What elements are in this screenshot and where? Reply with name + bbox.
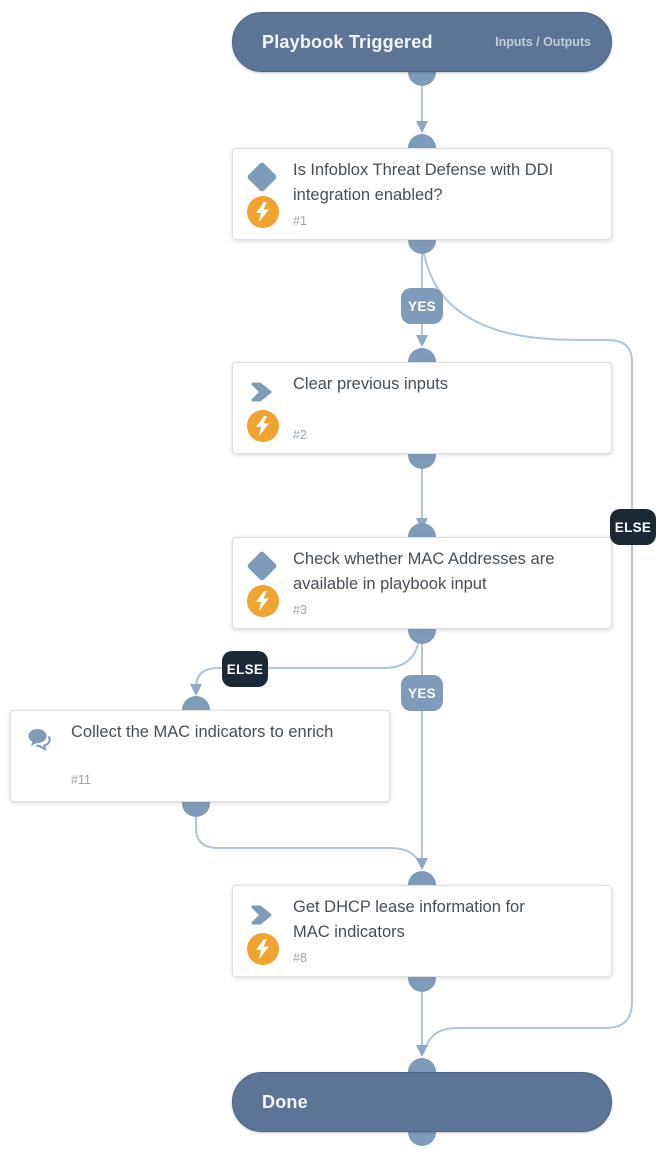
task-title: Get DHCP lease information for MAC indic… [293, 898, 525, 941]
task-card-11[interactable]: Collect the MAC indicators to enrich #11 [10, 710, 390, 802]
task-title: Collect the MAC indicators to enrich [71, 723, 334, 741]
task-title: Clear previous inputs [293, 375, 448, 393]
lightning-icon [247, 410, 279, 442]
lightning-icon [247, 933, 279, 965]
task-id: #2 [293, 428, 307, 442]
start-pill-playbook-triggered[interactable]: Playbook Triggered Inputs / Outputs [232, 12, 612, 72]
task-card-3[interactable]: Check whether MAC Addresses are availabl… [232, 537, 612, 629]
lightning-icon [247, 585, 279, 617]
done-pill[interactable]: Done [232, 1072, 612, 1132]
diamond-icon [246, 550, 278, 582]
inputs-outputs-link[interactable]: Inputs / Outputs [495, 35, 591, 49]
task-id: #11 [71, 773, 91, 787]
task-card-1[interactable]: Is Infoblox Threat Defense with DDI inte… [232, 148, 612, 240]
start-pill-title: Playbook Triggered [262, 31, 433, 52]
done-pill-title: Done [262, 1091, 308, 1112]
task-id: #8 [293, 951, 307, 965]
edge-label-else: ELSE [610, 509, 656, 545]
task-title: Is Infoblox Threat Defense with DDI inte… [293, 161, 554, 204]
edge-label-else: ELSE [222, 651, 268, 687]
chat-icon [28, 729, 51, 751]
edge-label-yes: YES [401, 675, 443, 711]
chevron-icon [251, 382, 272, 402]
task-title: Check whether MAC Addresses are availabl… [293, 550, 555, 593]
task-id: #1 [293, 214, 307, 228]
task-card-8[interactable]: Get DHCP lease information for MAC indic… [232, 885, 612, 977]
task-card-2[interactable]: Clear previous inputs #2 [232, 362, 612, 454]
edge-label-yes: YES [401, 288, 443, 324]
task-id: #3 [293, 603, 307, 617]
lightning-icon [247, 196, 279, 228]
chevron-icon [251, 905, 272, 925]
diamond-icon [246, 161, 278, 193]
